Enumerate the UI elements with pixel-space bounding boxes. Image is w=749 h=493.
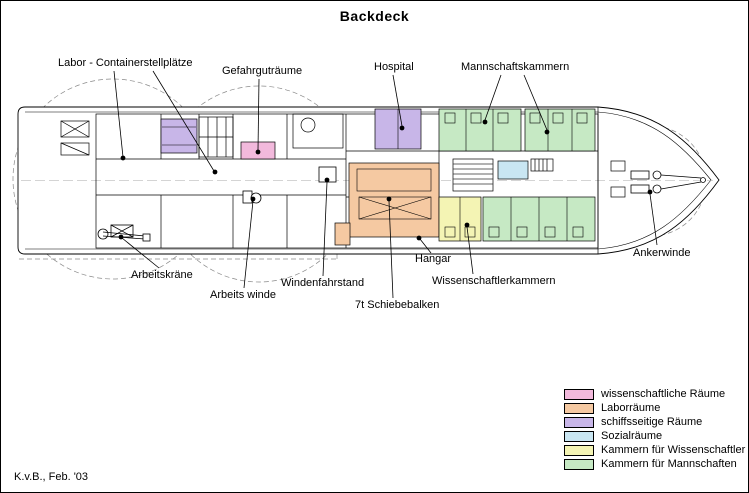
label-windenfahrstand: Windenfahrstand	[281, 277, 365, 289]
legend-item-kammern-mannschaften: Kammern für Mannschaften	[564, 457, 745, 471]
leader-lines	[113, 70, 658, 299]
legend-swatch	[564, 388, 594, 400]
cabins-crew-top-1	[438, 108, 522, 152]
legend-item-sozialraeume: Sozialräume	[564, 429, 745, 443]
legend-swatch	[564, 430, 594, 442]
label-mannschaftskammern: Mannschaftskammern	[461, 61, 570, 73]
room-sozial	[497, 160, 529, 180]
legend-label: wissenschaftliche Räume	[601, 388, 726, 400]
leader-dots	[118, 119, 653, 241]
room-labor-small	[334, 222, 351, 246]
legend-label: Laborräume	[601, 402, 661, 414]
label-arbeitskraene: Arbeitskräne	[131, 269, 193, 281]
legend-swatch	[564, 458, 594, 470]
label-ankerwinde: Ankerwinde	[633, 247, 691, 259]
legend-label: Kammern für Mannschaften	[601, 458, 737, 470]
label-wissenschaftlerkammern: Wissenschaftlerkammern	[432, 275, 556, 287]
cabins-crew-top-2	[524, 108, 596, 152]
legend-swatch	[564, 402, 594, 414]
room-labor-main	[348, 162, 440, 238]
page-title: Backdeck	[339, 8, 410, 24]
legend-item-kammern-wissenschaftler: Kammern für Wissenschaftler	[564, 443, 745, 457]
legend-item-wissenschaftliche-raeume: wissenschaftliche Räume	[564, 387, 745, 401]
credit-note: K.v.B., Feb. '03	[14, 471, 89, 483]
anchor-winch	[630, 170, 706, 194]
room-details	[162, 109, 588, 241]
legend-item-schiffsseitige-raeume: schiffsseitige Räume	[564, 415, 745, 429]
label-hangar: Hangar	[415, 253, 452, 265]
room-schiffsseitig-left	[160, 118, 198, 154]
legend: wissenschaftliche Räume Laborräume schif…	[564, 387, 745, 471]
legend-label: Sozialräume	[601, 430, 663, 442]
label-gefahrgutraeume: Gefahrguträume	[222, 65, 303, 77]
legend-swatch	[564, 416, 594, 428]
work-crane	[97, 224, 151, 242]
label-hospital: Hospital	[374, 61, 414, 73]
legend-item-laborraeume: Laborräume	[564, 401, 745, 415]
label-arbeitswinde: Arbeits winde	[210, 289, 277, 301]
label-labor-containerstellplaetze: Labor - Containerstellplätze	[58, 57, 193, 69]
legend-label: Kammern für Wissenschaftler	[601, 444, 746, 456]
legend-label: schiffsseitige Räume	[601, 416, 703, 428]
legend-swatch	[564, 444, 594, 456]
engine-casing	[452, 158, 494, 192]
label-schiebebalken: 7t Schiebebalken	[355, 299, 440, 311]
